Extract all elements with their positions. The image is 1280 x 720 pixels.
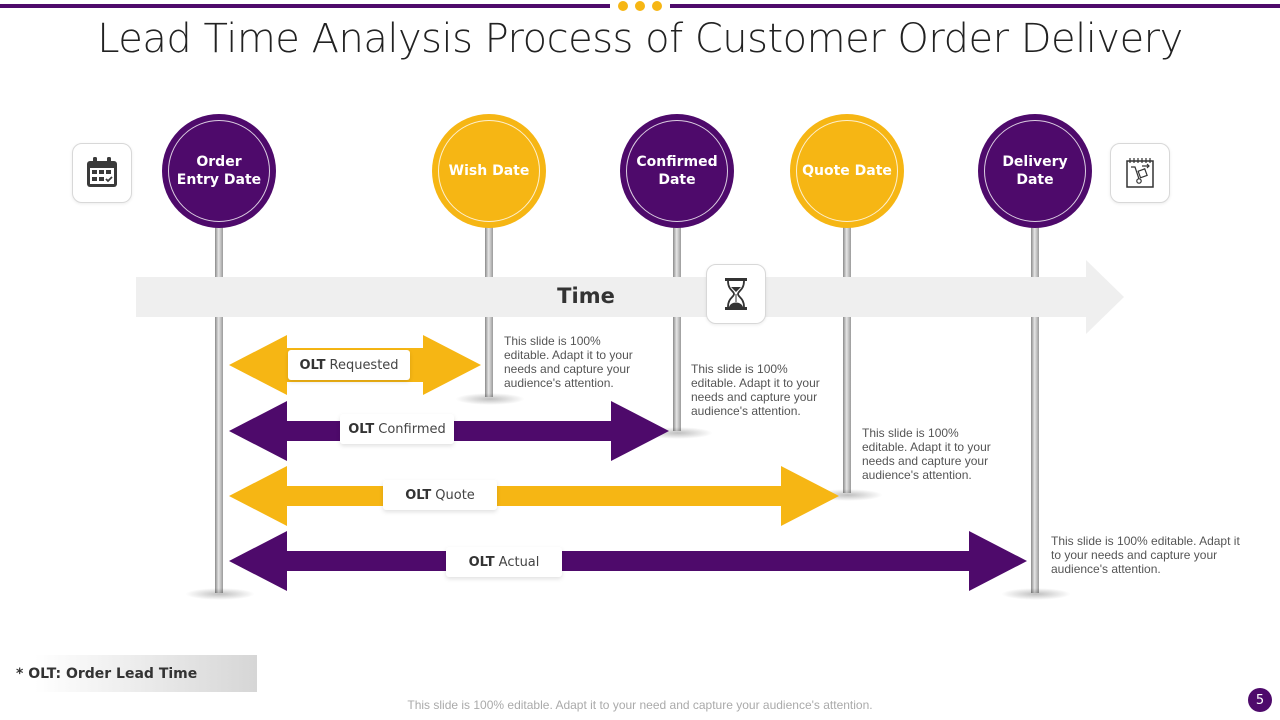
delivery-trolley-calendar-icon [1126,158,1154,188]
milestone-ring [438,120,540,222]
pole-shadow [1001,588,1071,600]
milestone-label-line: Confirmed [636,154,718,170]
olt-prefix: OLT [299,357,326,373]
milestone-label-line: Entry Date [176,172,262,188]
milestone-ring [796,120,898,222]
footer-text: This slide is 100% editable. Adapt it to… [407,698,873,712]
milestone-label-line: Wish Date [448,163,530,179]
milestone-quote-date: Quote Date [790,114,904,228]
decor-dot [652,1,662,11]
pole-shadow [185,588,255,600]
milestone-label: Wish Date [444,162,534,180]
olt-arrow-actual [229,531,1027,591]
note-quote: This slide is 100% editable. Adapt it to… [862,426,991,482]
milestone-confirmed-date: Confirmed Date [620,114,734,228]
milestone-label: Order Entry Date [174,153,264,189]
milestone-label-line: Date [1016,172,1054,188]
slide-title: Lead Time Analysis Process of Customer O… [97,16,1183,62]
pole-shadow [455,393,525,405]
milestone-order-entry-date: Order Entry Date [162,114,276,228]
milestone-label: Delivery Date [990,153,1080,189]
time-arrow-body [136,277,1086,317]
pole-confirmed [673,225,681,431]
milestone-ring [626,120,728,222]
decor-dot [618,1,628,11]
note-confirmed: This slide is 100% editable. Adapt it to… [691,362,820,418]
milestone-label-line: Quote Date [802,163,892,179]
calendar-icon-box [72,143,132,203]
delivery-icon-box [1110,143,1170,203]
pole-order-entry [215,225,223,593]
page-number: 5 [1248,688,1272,712]
top-divider-left [0,4,610,8]
olt-prefix: OLT [405,487,432,503]
milestone-delivery-date: Delivery Date [978,114,1092,228]
milestone-label: Confirmed Date [632,153,722,189]
olt-prefix: OLT [468,554,495,570]
milestone-label: Quote Date [802,162,892,180]
olt-name: Requested [329,357,399,373]
olt-definition: * OLT: Order Lead Time [10,655,257,692]
milestone-label-line: Order [196,154,242,170]
decor-dot [635,1,645,11]
time-arrow-head [1086,260,1124,334]
milestone-wish-date: Wish Date [432,114,546,228]
milestone-label-line: Date [658,172,696,188]
olt-prefix: OLT [348,421,375,437]
top-divider-right [670,4,1280,8]
pole-quote [843,225,851,493]
note-delivery: This slide is 100% editable. Adapt it to… [1051,534,1240,576]
milestone-ring [984,120,1086,222]
milestone-label-line: Delivery [1002,154,1068,170]
milestone-ring [168,120,270,222]
pole-delivery [1031,225,1039,593]
olt-arrow-quote [229,466,839,526]
olt-name: Quote [435,487,475,503]
hourglass-icon [725,278,747,310]
olt-name: Actual [498,554,540,570]
time-label: Time [557,284,615,308]
note-wish: This slide is 100% editable. Adapt it to… [504,334,633,390]
hourglass-icon-box [706,264,766,324]
olt-name: Confirmed [378,421,446,437]
calendar-icon [87,157,117,187]
